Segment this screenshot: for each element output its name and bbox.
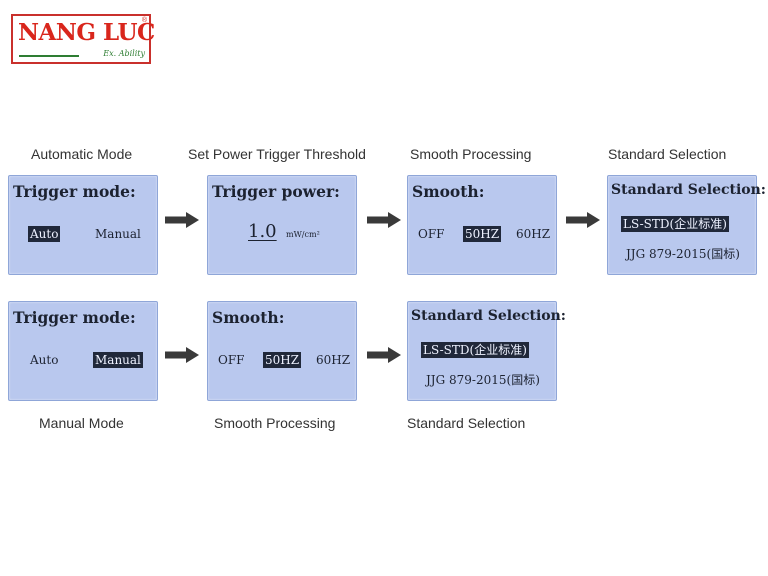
logo-subtitle: Ex. Ability <box>103 49 145 58</box>
right-arrow-icon <box>165 347 199 363</box>
right-arrow-icon <box>165 212 199 228</box>
option-50hz-selected: 50HZ <box>463 226 502 242</box>
option-60hz: 60HZ <box>516 227 551 241</box>
lcd-title: Smooth: <box>212 308 285 327</box>
option-off: OFF <box>218 353 245 367</box>
option-50hz-selected: 50HZ <box>263 352 302 368</box>
caption-standard-selection: Standard Selection <box>608 146 727 162</box>
brand-logo: NANG LUC ® Ex. Ability <box>11 14 155 64</box>
lcd-title: Trigger power: <box>212 182 340 201</box>
option-auto-selected: Auto <box>28 226 61 242</box>
option-ls-std-selected: LS-STD(企业标准) <box>421 342 529 358</box>
lcd-title: Trigger mode: <box>13 182 136 201</box>
lcd-smooth-top: Smooth: OFF 50HZ 60HZ <box>407 175 557 275</box>
right-arrow-icon <box>566 212 600 228</box>
caption-standard-selection: Standard Selection <box>407 415 526 431</box>
lcd-smooth-bottom: Smooth: OFF 50HZ 60HZ <box>207 301 357 401</box>
caption-smooth-processing: Smooth Processing <box>410 146 532 162</box>
lcd-title: Trigger mode: <box>13 308 136 327</box>
caption-automatic-mode: Automatic Mode <box>31 146 133 162</box>
lcd-title: Standard Selection: <box>411 308 566 324</box>
right-arrow-icon <box>367 212 401 228</box>
logo-text: NANG LUC <box>18 19 155 46</box>
caption-smooth-processing: Smooth Processing <box>214 415 336 431</box>
option-ls-std-selected: LS-STD(企业标准) <box>621 216 729 232</box>
option-manual: Manual <box>95 227 141 241</box>
lcd-trigger-power: Trigger power: 1.0 mW/cm² <box>207 175 357 275</box>
lcd-trigger-mode-manual: Trigger mode: Auto Manual <box>8 301 158 401</box>
lcd-standard-top: Standard Selection: LS-STD(企业标准) JJG 879… <box>607 175 766 275</box>
option-jjg: JJG 879-2015(国标) <box>626 247 740 261</box>
lcd-standard-bottom: Standard Selection: LS-STD(企业标准) JJG 879… <box>407 301 566 401</box>
option-off: OFF <box>418 227 445 241</box>
option-manual-selected: Manual <box>93 352 143 368</box>
caption-set-power-trigger: Set Power Trigger Threshold <box>188 146 366 162</box>
trigger-power-unit: mW/cm² <box>286 230 320 239</box>
option-jjg: JJG 879-2015(国标) <box>426 373 540 387</box>
lcd-trigger-mode-auto: Trigger mode: Auto Manual <box>8 175 158 275</box>
lcd-title: Smooth: <box>412 182 485 201</box>
right-arrow-icon <box>367 347 401 363</box>
lcd-title: Standard Selection: <box>611 182 766 198</box>
trigger-power-value: 1.0 <box>248 221 277 242</box>
caption-manual-mode: Manual Mode <box>39 415 124 431</box>
logo-registered-mark: ® <box>141 17 147 24</box>
option-60hz: 60HZ <box>316 353 351 367</box>
logo-underline <box>19 55 79 57</box>
option-auto: Auto <box>30 353 59 367</box>
